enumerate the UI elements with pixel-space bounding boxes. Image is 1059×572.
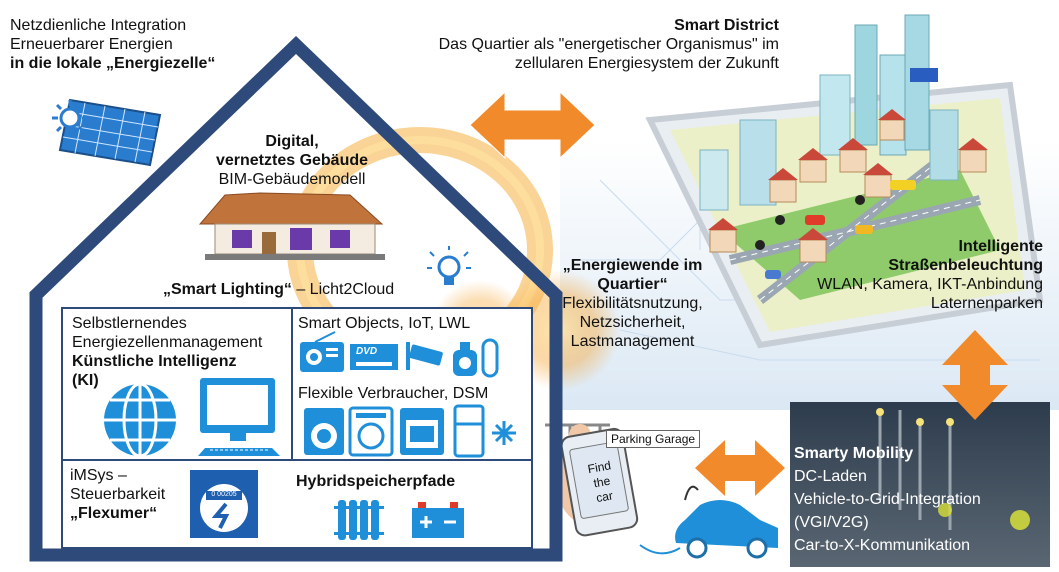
meter-reading: 0 00205 — [211, 491, 237, 498]
computer-icon — [198, 378, 280, 456]
light-bulb-icon — [427, 246, 471, 285]
parking-garage-sign: Parking Garage — [606, 430, 701, 448]
radio-icon — [300, 331, 344, 372]
ki-line3: Künstliche Intelligenz — [72, 353, 237, 370]
quartier-title2: Quartier“ — [597, 276, 668, 293]
quartier-line1: Flexibilitätsnutzung, — [562, 295, 703, 312]
street-title2: Straßenbeleuchtung — [888, 257, 1043, 274]
quartier-line3: Lastmanagement — [570, 333, 695, 350]
street-line2: Laternenparken — [930, 295, 1043, 312]
globe-icon — [104, 382, 176, 458]
imsys-line2: Steuerbarkeit — [70, 486, 166, 503]
district-title: Smart District — [674, 17, 779, 34]
quartier-line2: Netzsicherheit, — [579, 314, 686, 331]
street-text: Intelligente Straßenbeleuchtung WLAN, Ka… — [753, 237, 1043, 313]
fridge-icon — [453, 404, 485, 458]
bim-building-icon — [198, 192, 385, 260]
topleft-text: Netzdienliche Integration Erneuerbarer E… — [10, 16, 215, 73]
solar-panel-icon — [52, 98, 162, 167]
arrow-street-mobility — [942, 330, 1008, 420]
camera-icon — [406, 342, 443, 370]
smart-lighting-text: „Smart Lighting“ – Licht2Cloud — [163, 280, 394, 299]
washing-machine-icon — [304, 408, 344, 455]
street-lamps-photo — [876, 408, 1030, 530]
imsys-text: iMSys – Steuerbarkeit „Flexumer“ — [70, 466, 190, 523]
quartier-title1: „Energiewende im — [562, 257, 703, 274]
dvd-icon — [350, 344, 398, 370]
sensor-icon — [453, 338, 499, 378]
tablet-city-illustration — [645, 14, 1044, 349]
mobility-line2: Vehicle-to-Grid-Integration — [794, 491, 981, 508]
ki-text: Selbstlernendes Energiezellenmanagement … — [72, 314, 292, 390]
topleft-line3: in die lokale „Energiezelle“ — [10, 55, 216, 72]
oven-icon — [400, 408, 444, 455]
smart-objects-label: Smart Objects, IoT, LWL — [298, 315, 471, 332]
smart-meter-icon — [190, 470, 258, 538]
ki-line1: Selbstlernendes — [72, 315, 187, 332]
find-car-screen: Find the car — [578, 457, 625, 508]
quartier-text: „Energiewende im Quartier“ Flexibilitäts… — [545, 256, 720, 351]
ki-line4: (KI) — [72, 372, 99, 389]
building-text: Digital, vernetztes Gebäude BIM-Gebäudem… — [192, 132, 392, 189]
building-sub: BIM-Gebäudemodell — [218, 171, 366, 188]
mobility-line3: (VGI/V2G) — [794, 514, 869, 531]
lighting-bold: „Smart Lighting“ — [163, 281, 292, 298]
district-line2: zellularen Energiesystem der Zukunft — [514, 55, 779, 72]
imsys-line1: iMSys – — [70, 467, 127, 484]
district-line1: Das Quartier als "energetischer Organism… — [438, 36, 779, 53]
street-title1: Intelligente — [958, 238, 1043, 255]
hybrid-label: Hybridspeicherpfade — [296, 473, 456, 490]
house-frame — [29, 35, 563, 562]
street-line1: WLAN, Kamera, IKT-Anbindung — [817, 276, 1043, 293]
radiator-icon — [334, 500, 384, 540]
district-text: Smart District Das Quartier als "energet… — [329, 16, 779, 73]
building-title1: Digital, — [265, 133, 319, 150]
battery-icon — [412, 502, 464, 538]
ki-line2: Energiezellenmanagement — [72, 334, 263, 351]
mobility-title: Smarty Mobility — [794, 445, 914, 462]
arrow-house-district — [469, 90, 596, 160]
parking-illustration — [545, 423, 778, 559]
snowflake-icon — [492, 421, 516, 445]
arrow-parking-mobility — [695, 440, 785, 496]
mobility-text: Smarty Mobility DC-Laden Vehicle-to-Grid… — [794, 442, 1049, 557]
mobility-line1: DC-Laden — [794, 468, 867, 485]
building-title2: vernetztes Gebäude — [215, 152, 369, 169]
lighting-rest: – Licht2Cloud — [291, 281, 395, 298]
imsys-line3: „Flexumer“ — [70, 505, 158, 522]
mobility-line4: Car-to-X-Kommunikation — [794, 537, 971, 554]
flex-label: Flexible Verbraucher, DSM — [298, 385, 489, 402]
dvd-label: DVD — [356, 346, 378, 357]
topleft-line1: Netzdienliche Integration — [10, 17, 187, 34]
topleft-line2: Erneuerbarer Energien — [10, 36, 173, 53]
dryer-icon — [348, 406, 394, 457]
